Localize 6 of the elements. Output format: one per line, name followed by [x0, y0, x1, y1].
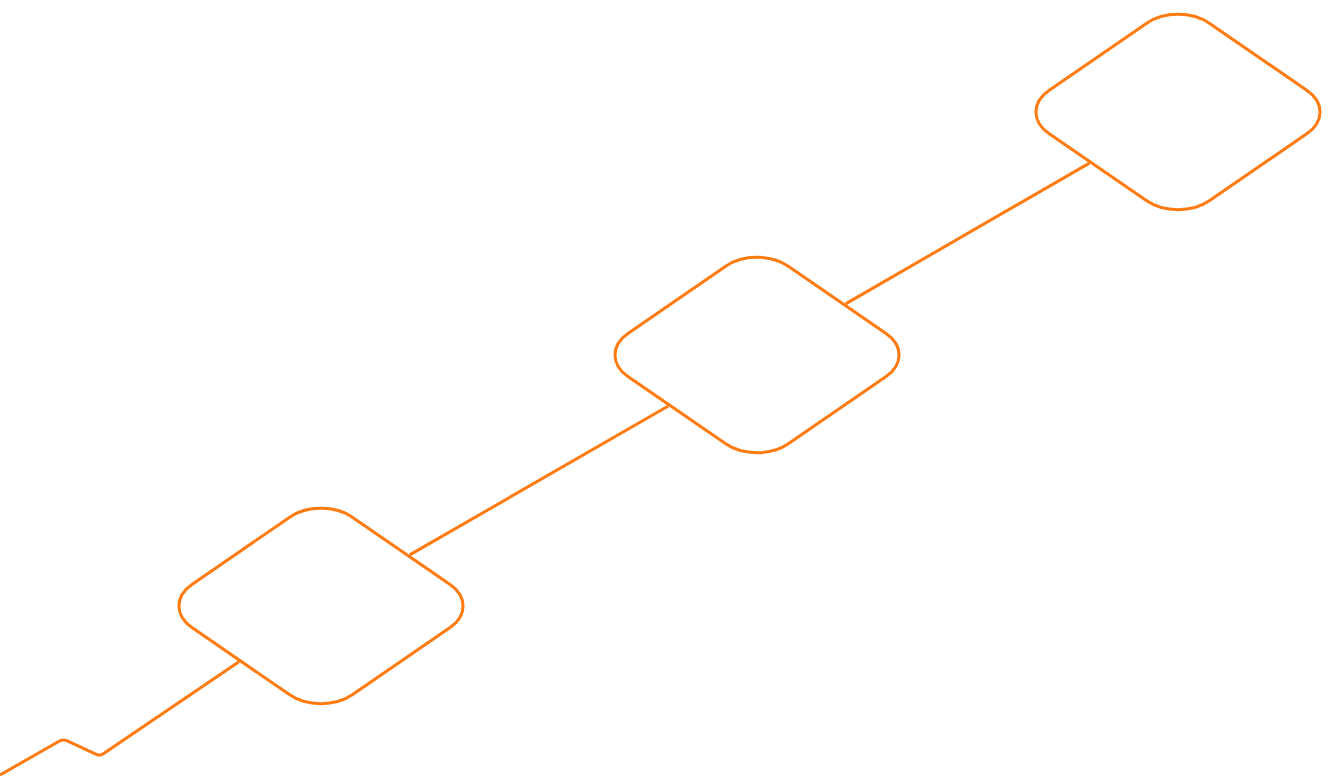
connector-line: [409, 404, 670, 557]
rounded-diamond: [613, 255, 901, 455]
rounded-diamond: [177, 506, 465, 706]
rounded-diamond: [1034, 12, 1322, 212]
connector-line: [844, 161, 1091, 306]
connector-line: [0, 660, 240, 776]
